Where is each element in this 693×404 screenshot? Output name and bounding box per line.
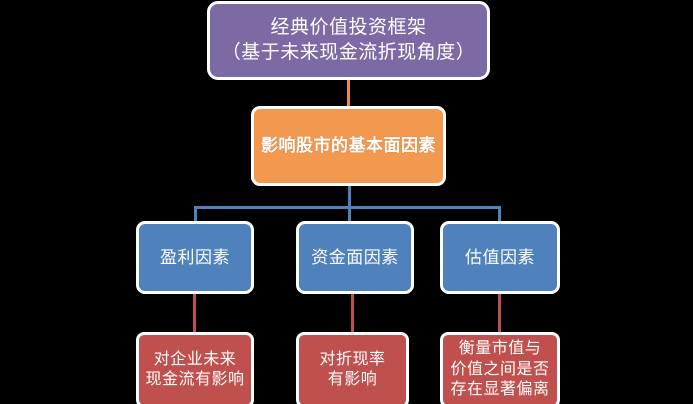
node-factor-valuation[interactable]: 估值因素	[440, 221, 560, 294]
node-root-framework[interactable]: 经典价值投资框架 （基于未来现金流折现角度）	[207, 1, 490, 80]
connector-factor-drop-left	[194, 206, 197, 224]
connector-primary-stem	[348, 184, 351, 224]
connector-factor-bus	[194, 206, 501, 209]
node-effect-cashflow[interactable]: 对企业未来 现金流有影响	[136, 332, 254, 404]
connector-factor-drop-right	[498, 206, 501, 224]
node-factor-liquidity[interactable]: 资金面因素	[296, 221, 414, 294]
connector-factor-to-effect-1	[193, 292, 196, 334]
connector-root-to-primary	[347, 78, 350, 108]
node-effect-deviation[interactable]: 衡量市值与 价值之间是否 存在显著偏离	[440, 332, 560, 404]
connector-factor-to-effect-3	[498, 292, 501, 334]
connector-factor-to-effect-2	[351, 292, 354, 334]
node-effect-discount-rate[interactable]: 对折现率 有影响	[296, 332, 409, 404]
node-factor-earnings[interactable]: 盈利因素	[136, 221, 254, 294]
node-primary-fundamental-factors[interactable]: 影响股市的基本面因素	[251, 106, 446, 186]
